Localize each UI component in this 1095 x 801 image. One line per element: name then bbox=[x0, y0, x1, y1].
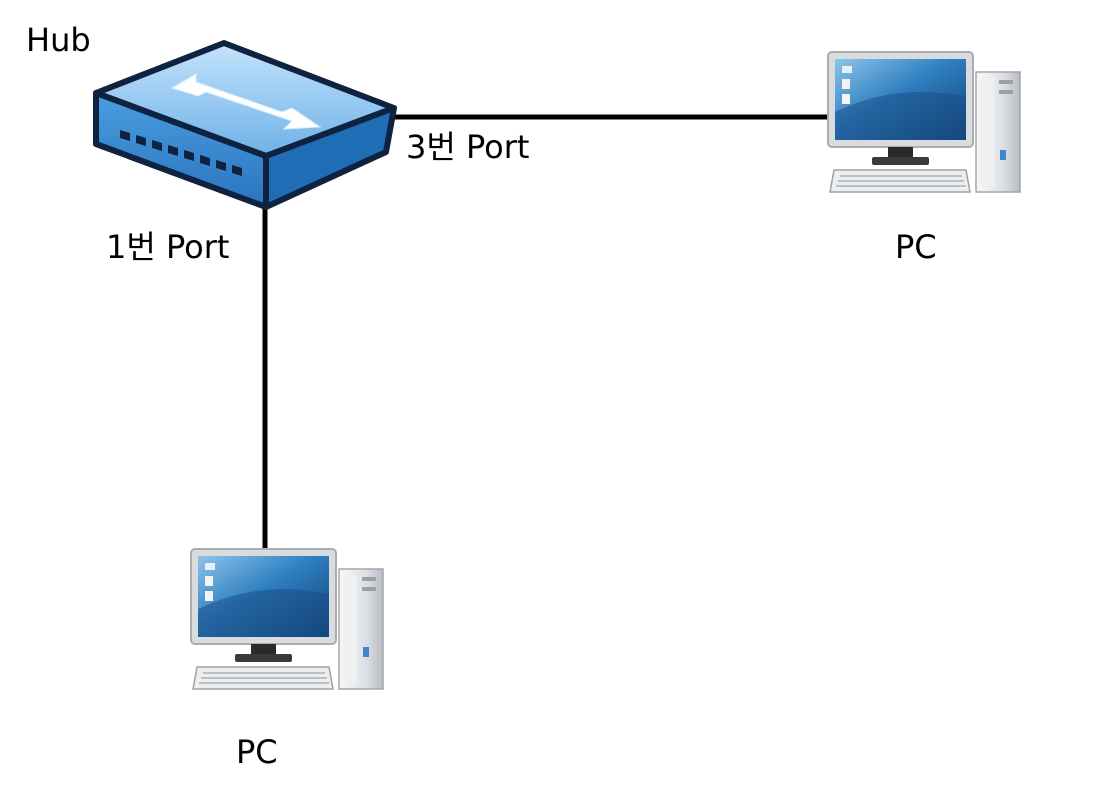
pc-right-icon bbox=[827, 51, 1021, 193]
network-hub-icon bbox=[93, 40, 397, 210]
pc-bottom-label: PC bbox=[236, 733, 278, 771]
port-1-label: 1번 Port bbox=[106, 228, 230, 266]
hub-port-slots bbox=[120, 130, 242, 176]
hub-label: Hub bbox=[26, 21, 91, 59]
pc-right-label: PC bbox=[895, 228, 937, 266]
pc-bottom-icon bbox=[190, 548, 384, 690]
hub-arrow-icon bbox=[170, 73, 322, 130]
port-3-label: 3번 Port bbox=[406, 128, 530, 166]
